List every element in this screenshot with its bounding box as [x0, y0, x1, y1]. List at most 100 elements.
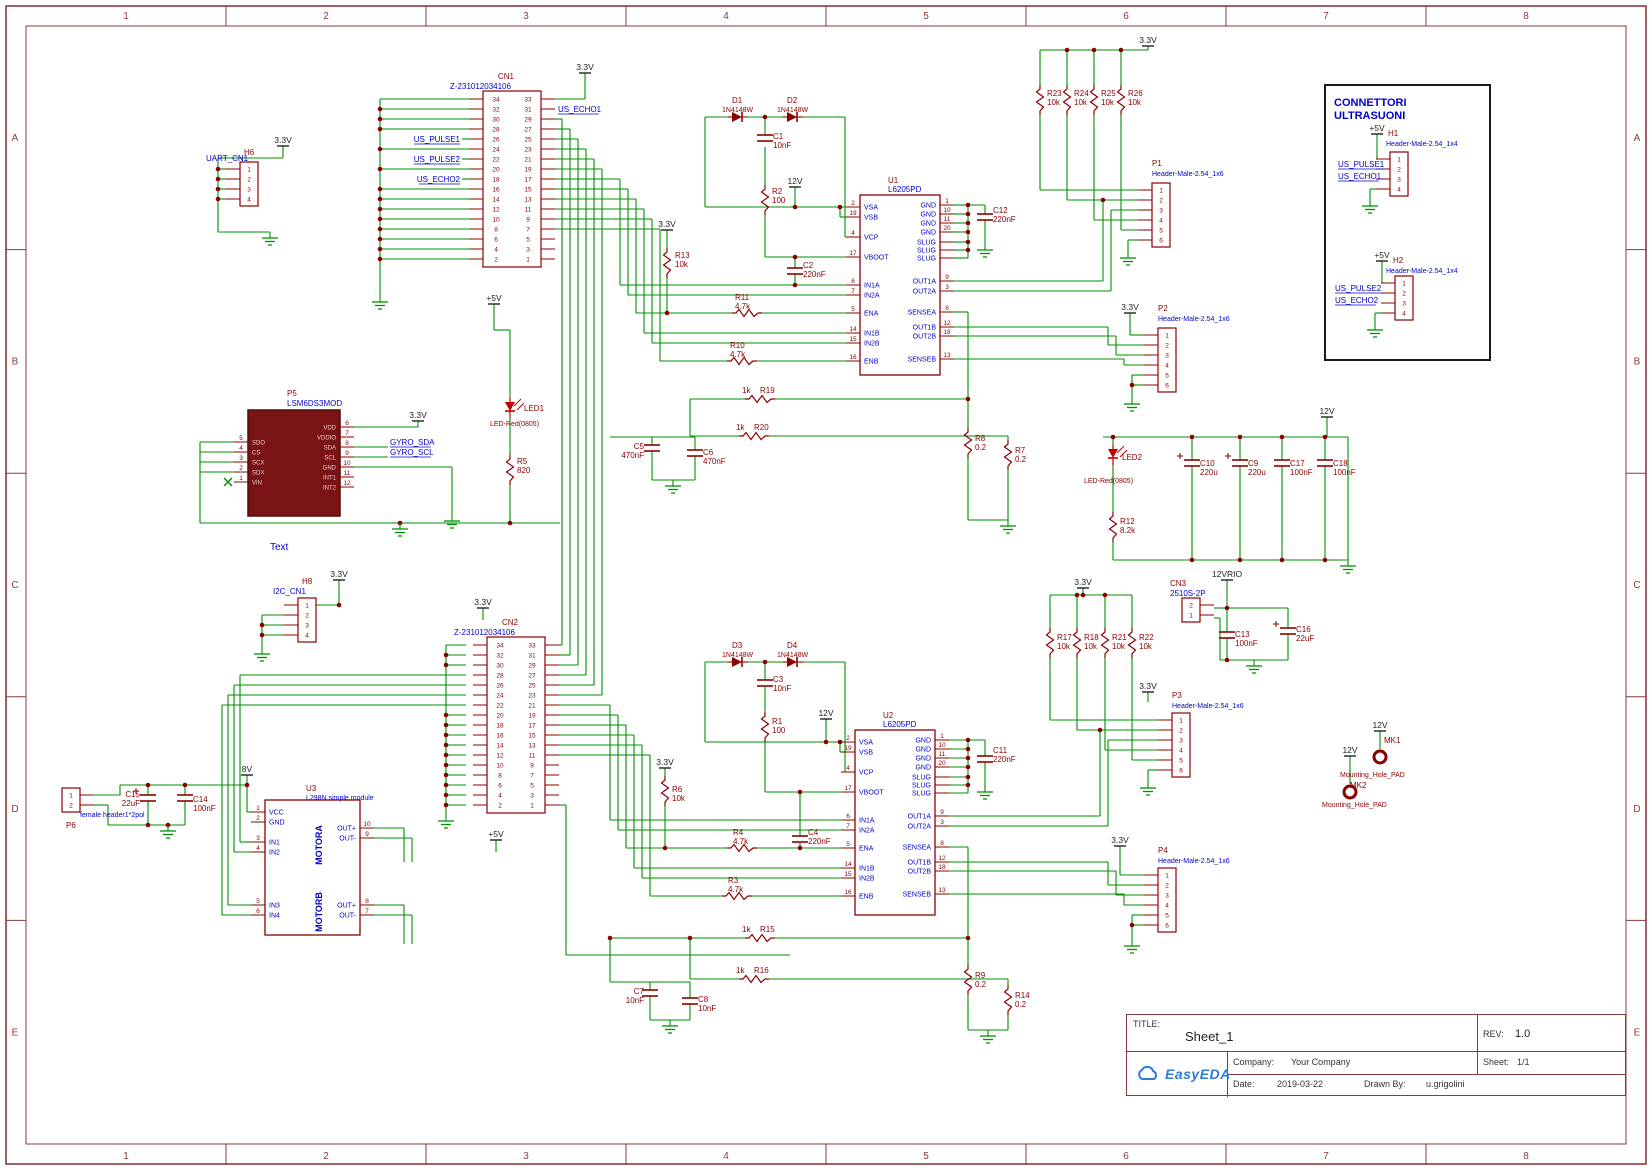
net-port-US_PULSE2[interactable]: US_PULSE2: [1335, 284, 1382, 294]
ground-symbol[interactable]: [1124, 398, 1140, 412]
resistor[interactable]: [505, 455, 515, 485]
ic-U1[interactable]: 2VSA19VSB4VCP17VBOOT6IN1A7IN2A5ENA14IN1B…: [846, 194, 954, 376]
capacitor[interactable]: [133, 788, 156, 802]
capacitor[interactable]: [1225, 453, 1248, 467]
capacitor[interactable]: [642, 989, 658, 997]
mounting-hole[interactable]: [1372, 749, 1388, 765]
resistor[interactable]: [1045, 628, 1055, 658]
ground-symbol[interactable]: [1120, 252, 1136, 266]
ground-symbol[interactable]: [262, 232, 278, 246]
resistor[interactable]: [963, 428, 973, 458]
ground-symbol[interactable]: [438, 815, 454, 829]
net-port-US_ECHO1[interactable]: US_ECHO1: [558, 105, 602, 115]
resistor[interactable]: [1089, 85, 1099, 115]
capacitor[interactable]: [1177, 453, 1200, 467]
power-flag-3.3V[interactable]: 3.3V: [1111, 835, 1129, 847]
easyeda-logo[interactable]: EasyEDA: [1135, 1065, 1231, 1083]
capacitor[interactable]: [977, 755, 993, 763]
diode[interactable]: [728, 657, 748, 667]
ground-symbol[interactable]: [1362, 200, 1378, 214]
ground-symbol[interactable]: [1246, 660, 1262, 674]
resistor[interactable]: [1003, 985, 1013, 1015]
ground-symbol[interactable]: [1340, 560, 1356, 574]
net-port-US_ECHO2[interactable]: US_ECHO2: [417, 175, 461, 185]
resistor[interactable]: [760, 712, 770, 742]
power-flag-12V[interactable]: 12V: [787, 176, 803, 188]
resistor[interactable]: [745, 394, 775, 404]
power-flag-3.3V[interactable]: 3.3V: [1139, 681, 1157, 693]
power-flag-8V[interactable]: 8V: [241, 764, 253, 776]
module-U3-L298N[interactable]: 1VCC2GND3IN14IN25IN36IN410OUT+9OUT-8OUT+…: [251, 799, 374, 936]
power-flag-3.3V[interactable]: 3.3V: [1074, 577, 1092, 589]
diode[interactable]: [783, 657, 803, 667]
ground-symbol[interactable]: [1140, 782, 1156, 796]
capacitor[interactable]: [787, 267, 803, 275]
capacitor[interactable]: [757, 134, 773, 142]
capacitor[interactable]: [757, 679, 773, 687]
capacitor[interactable]: [177, 794, 193, 802]
ground-symbol[interactable]: [980, 1030, 996, 1044]
resistor[interactable]: [739, 431, 769, 441]
power-flag-12V[interactable]: 12V: [1372, 720, 1388, 732]
diode[interactable]: [728, 112, 748, 122]
power-flag-+5V[interactable]: +5V: [488, 829, 504, 841]
resistor[interactable]: [1108, 512, 1118, 542]
ground-symbol[interactable]: [160, 825, 176, 839]
ground-symbol[interactable]: [1124, 940, 1140, 954]
resistor[interactable]: [660, 776, 670, 806]
net-port-US_ECHO1[interactable]: US_ECHO1: [1338, 172, 1382, 182]
power-flag-+5V[interactable]: +5V: [1374, 250, 1390, 262]
module-P5-LSM6DS3MOD[interactable]: 5SDO4CS3SCX2SDX1VIN6VDD7VDDIO8SDA9SCL10G…: [234, 409, 354, 517]
resistor[interactable]: [727, 843, 757, 853]
capacitor[interactable]: [792, 835, 808, 843]
capacitor[interactable]: [644, 444, 660, 452]
net-port-GYRO_SCL[interactable]: GYRO_SCL: [390, 448, 434, 458]
power-flag-3.3V[interactable]: 3.3V: [658, 219, 676, 231]
resistor[interactable]: [1003, 440, 1013, 470]
ground-symbol[interactable]: [372, 296, 388, 310]
power-flag-+5V[interactable]: +5V: [486, 293, 502, 305]
ground-symbol[interactable]: [977, 244, 993, 258]
ground-symbol[interactable]: [665, 480, 681, 494]
capacitor[interactable]: [1273, 621, 1296, 635]
power-flag-3.3V[interactable]: 3.3V: [656, 757, 674, 769]
resistor[interactable]: [963, 965, 973, 995]
resistor[interactable]: [727, 356, 757, 366]
capacitor[interactable]: [1317, 459, 1333, 467]
resistor[interactable]: [760, 185, 770, 215]
capacitor[interactable]: [682, 997, 698, 1005]
ground-symbol[interactable]: [1367, 324, 1383, 338]
power-flag-3.3V[interactable]: 3.3V: [274, 135, 292, 147]
resistor[interactable]: [1127, 628, 1137, 658]
power-flag-3.3V[interactable]: 3.3V: [1121, 302, 1139, 314]
resistor[interactable]: [732, 308, 762, 318]
net-port-US_ECHO2[interactable]: US_ECHO2: [1335, 296, 1379, 306]
mounting-hole[interactable]: [1342, 784, 1358, 800]
resistor[interactable]: [1116, 85, 1126, 115]
ic-U2[interactable]: 2VSA19VSB4VCP17VBOOT6IN1A7IN2A5ENA14IN1B…: [841, 729, 949, 916]
ground-symbol[interactable]: [254, 648, 270, 662]
power-flag-3.3V[interactable]: 3.3V: [474, 597, 492, 609]
ground-symbol[interactable]: [662, 1020, 678, 1034]
power-flag-3.3V[interactable]: 3.3V: [576, 62, 594, 74]
net-port-US_PULSE1[interactable]: US_PULSE1: [414, 135, 461, 145]
header-P6[interactable]: 12: [61, 787, 94, 813]
ground-symbol[interactable]: [392, 523, 408, 537]
resistor[interactable]: [1072, 628, 1082, 658]
resistor[interactable]: [745, 933, 775, 943]
power-flag-12V[interactable]: 12V: [1342, 745, 1358, 757]
resistor[interactable]: [1062, 85, 1072, 115]
net-port-US_PULSE2[interactable]: US_PULSE2: [414, 155, 461, 165]
header-CN3[interactable]: 21: [1181, 597, 1214, 623]
power-flag-3.3V[interactable]: 3.3V: [330, 569, 348, 581]
capacitor[interactable]: [1274, 459, 1290, 467]
capacitor[interactable]: [1219, 631, 1235, 639]
power-flag-+5V[interactable]: +5V: [1369, 123, 1385, 135]
net-port-US_PULSE1[interactable]: US_PULSE1: [1338, 160, 1385, 170]
